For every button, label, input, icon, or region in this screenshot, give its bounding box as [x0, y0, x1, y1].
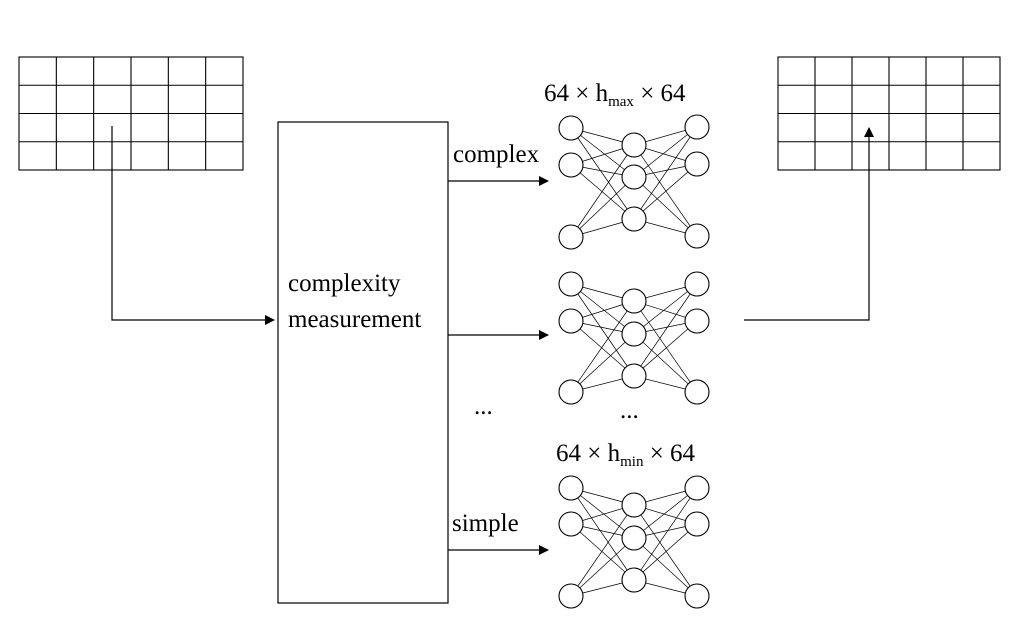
network-node — [558, 511, 584, 537]
network-connection — [633, 487, 698, 581]
network-top-size-label: 64 × hmax × 64 — [544, 80, 686, 110]
network-connection — [633, 333, 698, 393]
network-connection — [570, 127, 635, 220]
network-node — [684, 583, 710, 609]
complexity-measurement-box — [277, 121, 449, 604]
network-node — [621, 164, 647, 190]
network-connection — [633, 300, 698, 393]
network-node — [684, 511, 710, 537]
network-node — [621, 567, 647, 593]
output-grid — [777, 56, 1001, 171]
network-connection — [570, 487, 635, 539]
network-connection — [570, 320, 635, 377]
top-label-sub: max — [608, 94, 634, 110]
top-label-prefix: 64 × h — [544, 80, 609, 107]
network-node — [558, 475, 584, 501]
network-connection — [570, 144, 635, 238]
network-node — [684, 308, 710, 334]
network-connection — [570, 300, 635, 393]
bottom-label-suffix: × 64 — [643, 440, 695, 467]
output-arrow — [744, 127, 874, 321]
simple-label: simple — [452, 510, 519, 537]
network-connection — [570, 537, 635, 597]
complexity-label-line1: complexity — [288, 270, 401, 297]
network-node — [558, 224, 584, 250]
neural-network — [558, 271, 710, 405]
network-connection — [633, 126, 698, 220]
ellipsis-left: ... — [474, 393, 493, 420]
network-node — [684, 271, 710, 297]
network-connection — [570, 523, 635, 581]
network-node — [621, 132, 647, 158]
ellipsis-right: ... — [620, 397, 639, 424]
complex-label: complex — [453, 141, 540, 168]
network-connection — [633, 504, 698, 597]
network-connection — [633, 523, 698, 581]
network-connection — [633, 283, 698, 377]
network-connection — [570, 487, 635, 581]
top-label-suffix: × 64 — [634, 80, 686, 107]
network-connection — [633, 537, 698, 597]
network-connection — [633, 320, 698, 377]
network-node — [558, 308, 584, 334]
network-node — [684, 151, 710, 177]
network-node — [684, 379, 710, 405]
neural-networks — [558, 114, 710, 609]
network-node — [558, 271, 584, 297]
network-bottom-size-label: 64 × hmin × 64 — [556, 440, 696, 470]
network-node — [558, 115, 584, 141]
network-connection — [633, 487, 698, 539]
network-connection — [570, 504, 635, 597]
network-connection — [633, 176, 698, 237]
network-node — [621, 363, 647, 389]
network-connection — [633, 126, 698, 178]
network-connection — [570, 127, 635, 178]
network-node — [558, 152, 584, 178]
network-node — [621, 321, 647, 347]
network-connection — [633, 283, 698, 335]
network-connection — [570, 176, 635, 238]
network-connection — [633, 144, 698, 237]
network-node — [684, 475, 710, 501]
network-node — [558, 379, 584, 405]
network-node — [684, 223, 710, 249]
network-node — [621, 206, 647, 232]
neural-network — [558, 475, 710, 609]
bottom-label-sub: min — [620, 454, 644, 470]
input-grid — [18, 56, 244, 171]
network-connection — [570, 333, 635, 393]
network-node — [558, 583, 584, 609]
network-node — [621, 492, 647, 518]
network-connection — [570, 164, 635, 220]
network-node — [621, 525, 647, 551]
network-connection — [633, 163, 698, 220]
bottom-label-prefix: 64 × h — [556, 440, 621, 467]
network-connection — [570, 283, 635, 377]
complexity-label-line2: measurement — [288, 306, 421, 333]
input-arrow — [111, 126, 275, 325]
network-node — [621, 288, 647, 314]
neural-network — [558, 114, 710, 250]
network-connection — [570, 283, 635, 335]
network-node — [684, 114, 710, 140]
